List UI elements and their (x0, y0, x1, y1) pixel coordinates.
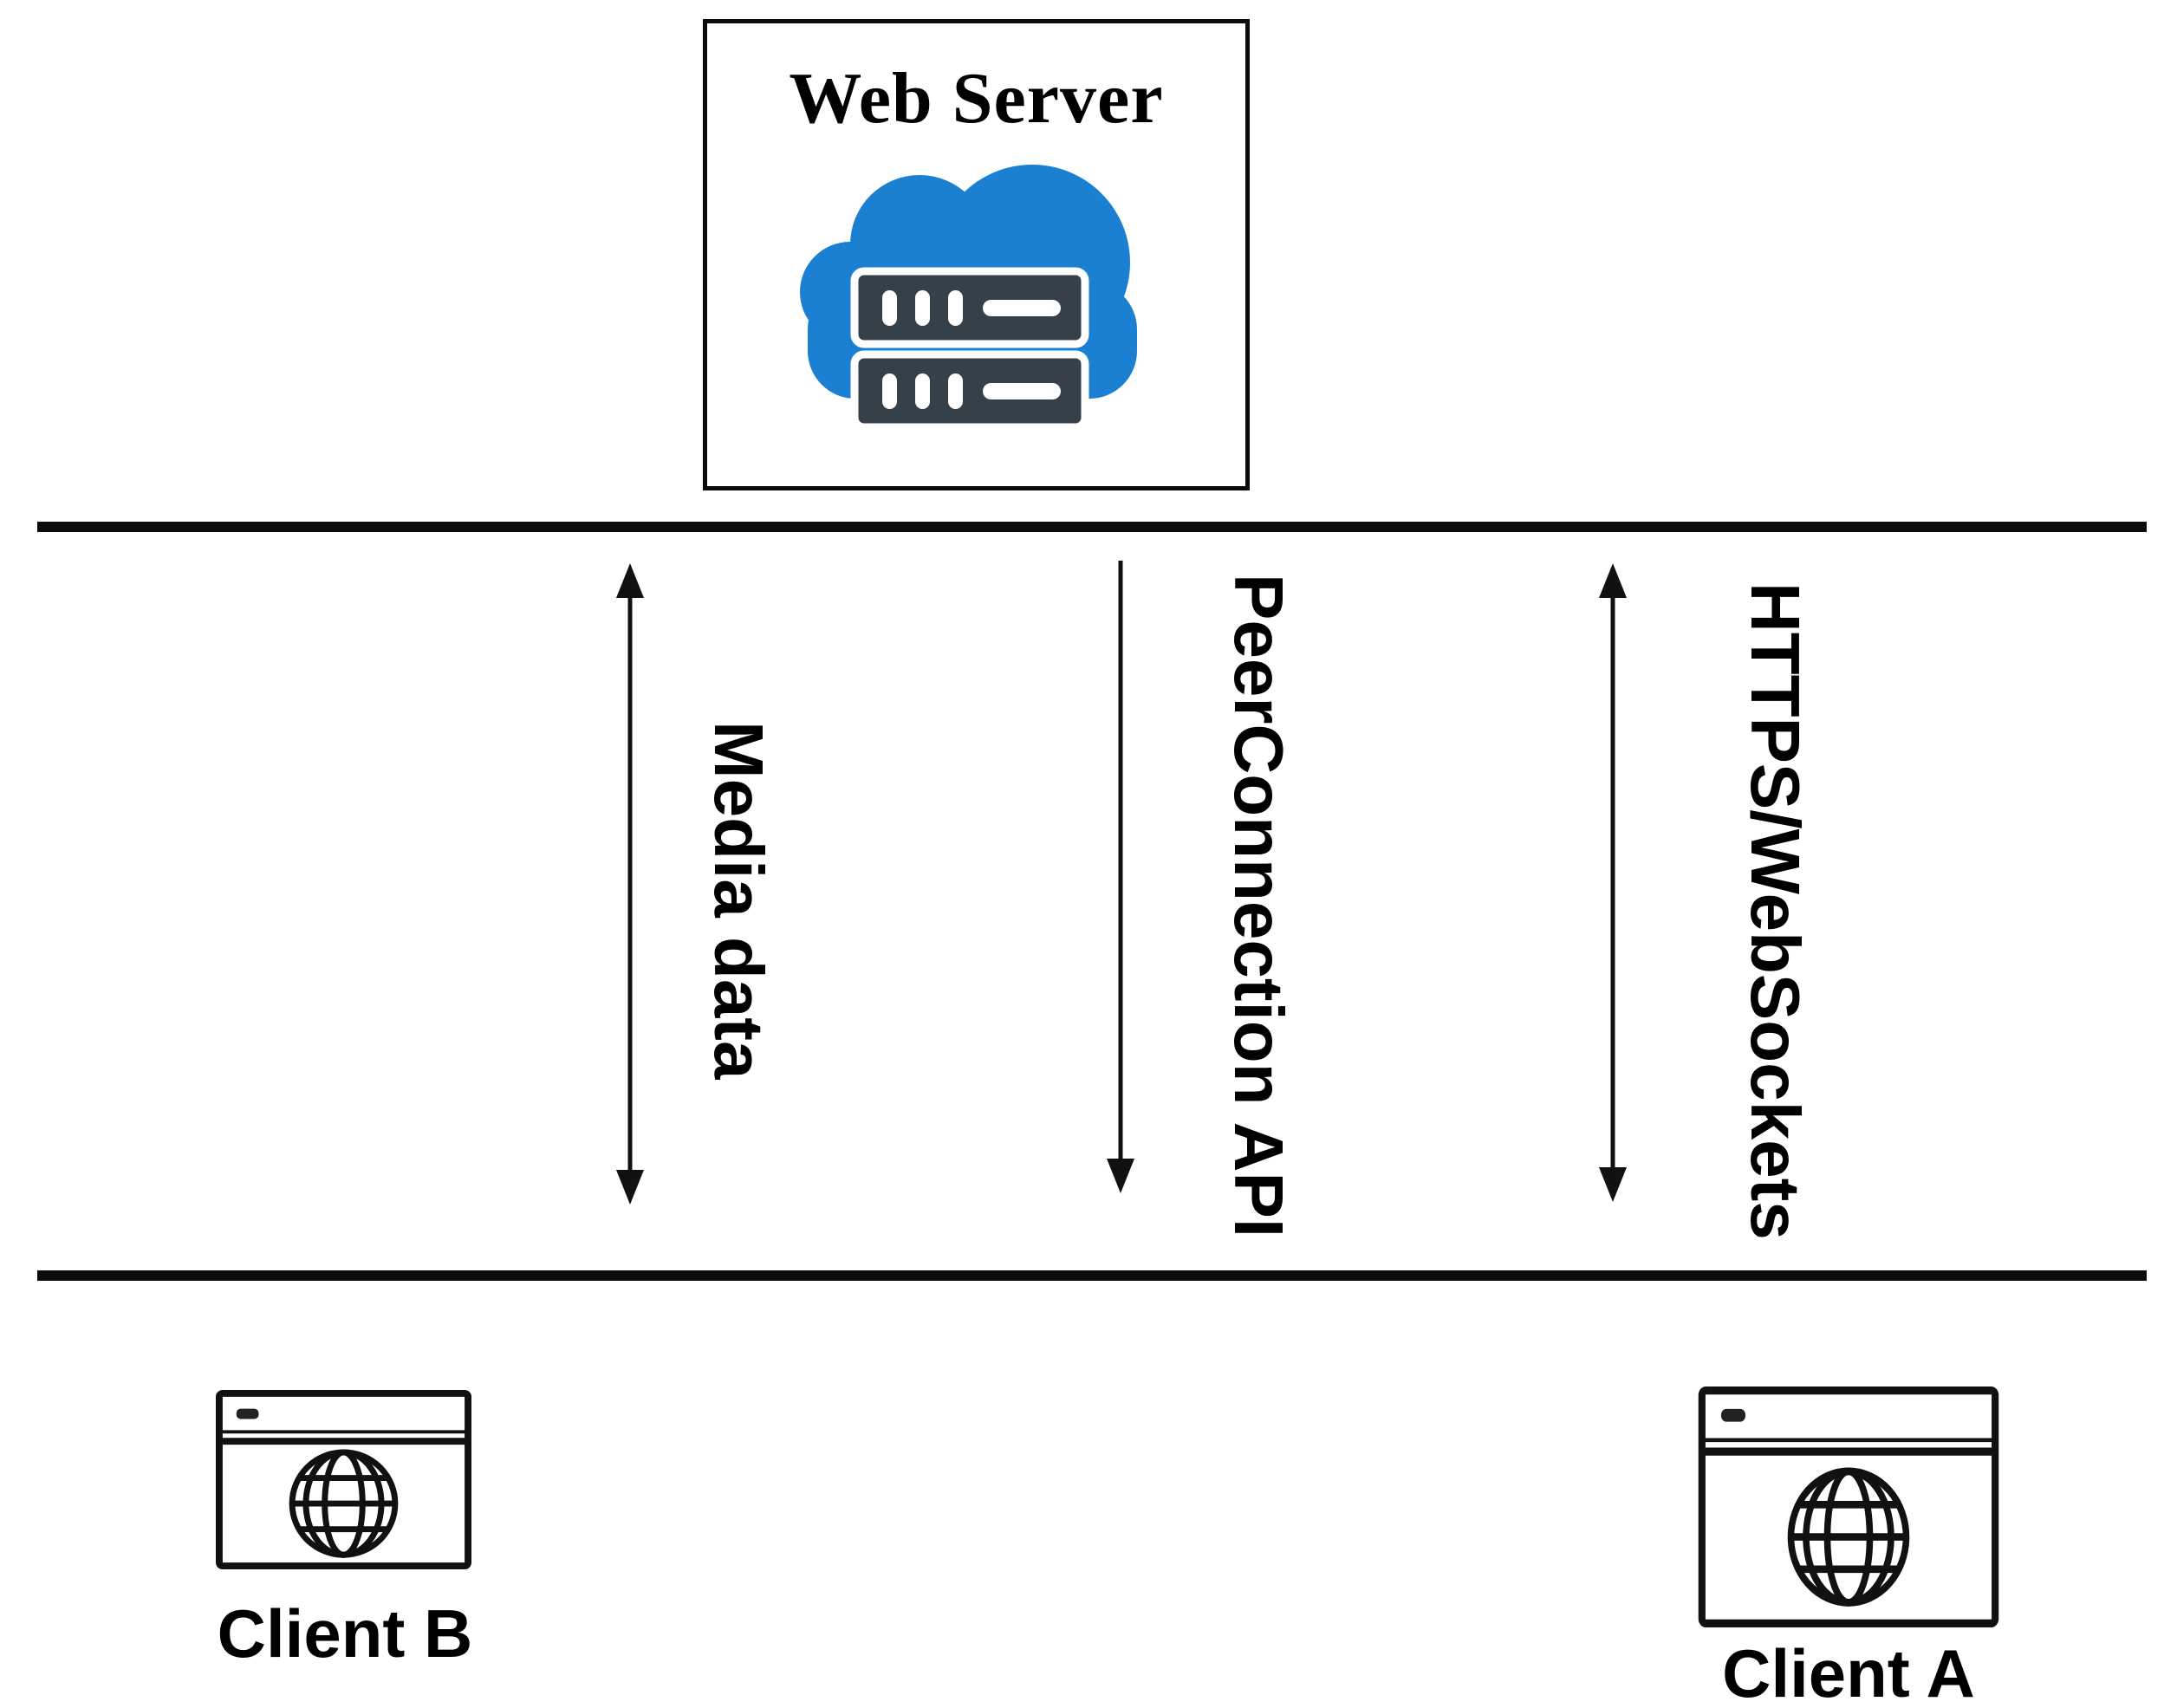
globe-glyph (1787, 1467, 1910, 1607)
client-b-label: Client B (217, 1595, 473, 1672)
media-data-label: Media data (700, 721, 777, 1080)
server-racks (850, 267, 1089, 432)
https-websockets-arrow (1599, 563, 1627, 1202)
client-a-browser-icon (1698, 1386, 1999, 1628)
cloud-server-icon (800, 165, 1137, 432)
client-b-browser-icon (215, 1389, 472, 1570)
globe-glyph (289, 1449, 399, 1558)
https-websockets-label: HTTPS/WebSockets (1737, 582, 1814, 1240)
peerconnection-api-label: PeerConnection API (1220, 574, 1297, 1238)
network-boundary-line-bottom (37, 1270, 2147, 1281)
browser-menu-dash (236, 1408, 259, 1419)
peerconnection-api-arrow (1107, 561, 1134, 1193)
web-server-box: Web Server (703, 19, 1250, 490)
media-data-arrow (616, 563, 644, 1205)
web-server-title: Web Server (789, 58, 1164, 139)
browser-menu-dash (1721, 1408, 1745, 1422)
network-boundary-line-top (37, 522, 2147, 532)
client-a-label: Client A (1722, 1635, 1975, 1708)
